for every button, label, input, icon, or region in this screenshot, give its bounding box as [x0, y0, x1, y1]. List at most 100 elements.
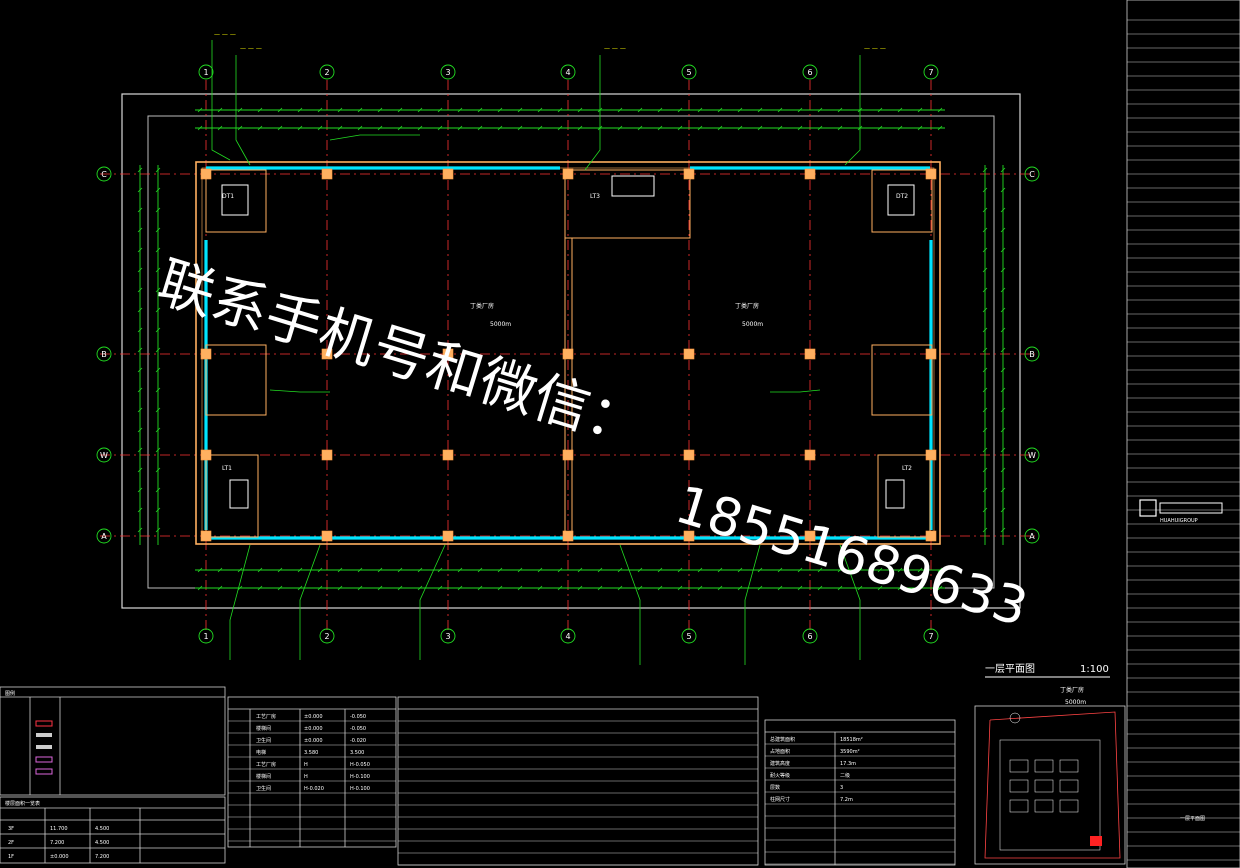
- axis-bubble-row: [1024, 346, 1040, 362]
- tech-cell: 二级: [840, 772, 850, 779]
- axis-label-col: 2: [324, 632, 329, 641]
- elev-cell: 卫生间: [256, 785, 271, 792]
- structural-column: [321, 449, 333, 461]
- elev-cell: ±0.000: [304, 738, 323, 744]
- axis-label-col: 3: [445, 632, 450, 641]
- elev-cell: H: [304, 774, 308, 780]
- axis-label-col: 5: [686, 68, 691, 77]
- structural-column: [683, 530, 695, 542]
- axis-label-row: B: [1029, 350, 1035, 359]
- elevator-left-label: DT1: [222, 193, 234, 200]
- axis-bubble-col: [923, 64, 939, 80]
- structural-column: [321, 530, 333, 542]
- tech-cell: 18518m²: [840, 737, 863, 743]
- axis-bubble-col: [319, 64, 335, 80]
- structural-column: [442, 449, 454, 461]
- axis-label-row: A: [1029, 532, 1035, 541]
- axis-bubble-col: [681, 64, 697, 80]
- tech-cell: 总建筑面积: [770, 736, 795, 743]
- axis-bubble-row: [1024, 528, 1040, 544]
- elev-cell: ±0.000: [304, 726, 323, 732]
- floor-cell: 11.700: [50, 826, 68, 832]
- plan-note-1: 丁类厂房: [1060, 686, 1084, 694]
- structural-column: [562, 348, 574, 360]
- axis-label-col: 4: [565, 632, 570, 641]
- elev-cell: 3.500: [350, 750, 364, 756]
- floor-cell: 7.200: [95, 854, 109, 860]
- axis-bubble-row: [96, 447, 112, 463]
- axis-bubble-row: [1024, 447, 1040, 463]
- tech-cell: 耐火等级: [770, 772, 790, 779]
- structural-column: [683, 449, 695, 461]
- elev-cell: 楼梯间: [256, 725, 271, 732]
- axis-bubble-col: [681, 628, 697, 644]
- axis-bubble-row: [1024, 166, 1040, 182]
- elev-cell: H-0.020: [304, 786, 324, 792]
- structural-column: [804, 449, 816, 461]
- structural-column: [804, 348, 816, 360]
- axis-label-col: 1: [203, 632, 208, 641]
- axis-bubble-col: [319, 628, 335, 644]
- elev-cell: 卫生间: [256, 737, 271, 744]
- tech-cell: 建筑高度: [770, 760, 790, 767]
- floor-cell: 7.200: [50, 840, 64, 846]
- plan-scale: 1:100: [1080, 664, 1109, 675]
- elev-cell: 3.580: [304, 750, 318, 756]
- svg-text:— — —: — — —: [240, 45, 262, 52]
- axis-label-col: 1: [203, 68, 208, 77]
- legend-title: 图例: [5, 690, 15, 697]
- structural-column: [442, 168, 454, 180]
- elev-cell: 楼梯间: [256, 773, 271, 780]
- axis-label-col: 5: [686, 632, 691, 641]
- axis-bubble-col: [440, 628, 456, 644]
- structural-column: [683, 348, 695, 360]
- structural-column: [562, 530, 574, 542]
- area-value-right: 5000m: [742, 321, 763, 328]
- axis-bubble-col: [560, 64, 576, 80]
- svg-text:— — —: — — —: [604, 45, 626, 52]
- elev-cell: H: [304, 762, 308, 768]
- axis-bubble-col: [198, 64, 214, 80]
- structural-column: [562, 449, 574, 461]
- axis-label-row: W: [1028, 451, 1036, 460]
- svg-text:— — —: — — —: [214, 31, 236, 38]
- axis-bubble-col: [802, 628, 818, 644]
- axis-label-col: 3: [445, 68, 450, 77]
- floor-cell: 4.500: [95, 840, 109, 846]
- structural-column: [442, 530, 454, 542]
- tech-cell: 占地面积: [770, 748, 790, 755]
- plan-note-2: 5000m: [1065, 699, 1086, 706]
- axis-label-col: 7: [928, 68, 933, 77]
- tech-cell: 7.2m: [840, 797, 853, 803]
- elev-cell: H-0.050: [350, 762, 370, 768]
- area-label-right: 丁类厂房: [735, 302, 759, 310]
- company-logo: [1139, 499, 1223, 517]
- stair-lt1-label: LT1: [222, 465, 232, 472]
- floor-cell: 4.500: [95, 826, 109, 832]
- axis-label-col: 4: [565, 68, 570, 77]
- structural-column: [925, 168, 937, 180]
- axis-bubble-row: [96, 166, 112, 182]
- axis-label-col: 6: [807, 68, 812, 77]
- axis-label-col: 6: [807, 632, 812, 641]
- structural-column: [321, 348, 333, 360]
- tech-cell: 层数: [770, 784, 780, 791]
- stair-lt3-label: LT3: [590, 193, 600, 200]
- sheet-label: 一层平面图: [1180, 816, 1205, 822]
- tech-cell: 柱网尺寸: [770, 796, 790, 803]
- elev-cell: 电梯: [256, 749, 266, 756]
- structural-column: [321, 168, 333, 180]
- structural-column: [804, 168, 816, 180]
- floor-cell: 1F: [8, 854, 14, 860]
- structural-column: [562, 168, 574, 180]
- axis-label-col: 7: [928, 632, 933, 641]
- structural-column: [442, 348, 454, 360]
- structural-column: [804, 530, 816, 542]
- area-label-left: 丁类厂房: [470, 302, 494, 310]
- axis-label-row: A: [101, 532, 107, 541]
- area-value-left: 5000m: [490, 321, 511, 328]
- axis-bubble-col: [560, 628, 576, 644]
- axis-bubble-col: [440, 64, 456, 80]
- elev-cell: H-0.100: [350, 786, 370, 792]
